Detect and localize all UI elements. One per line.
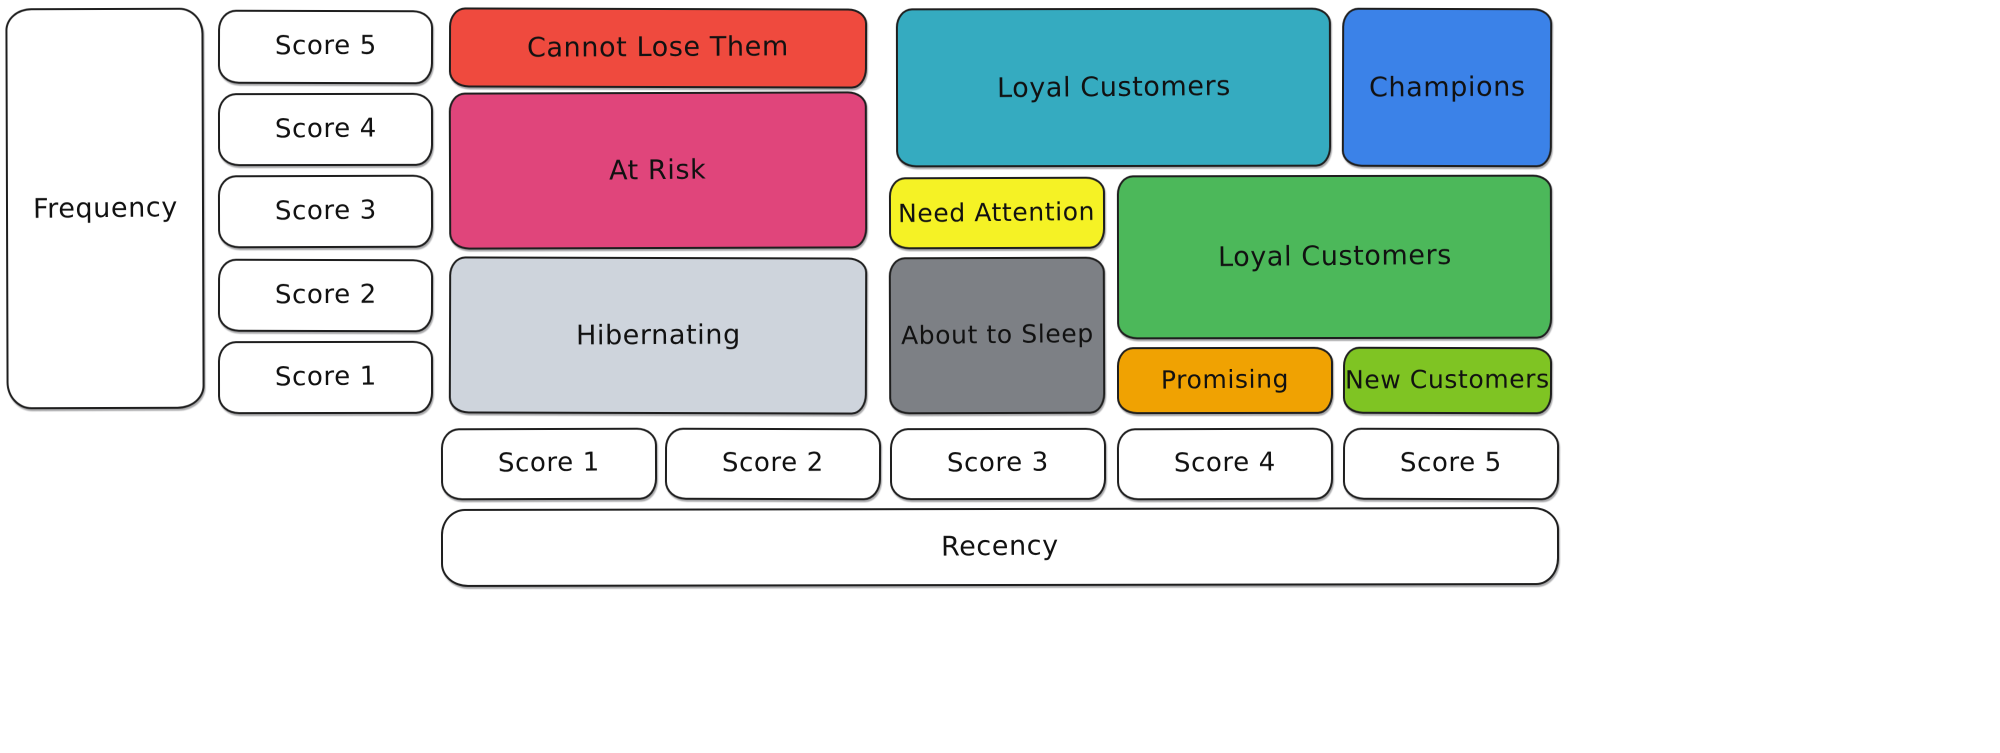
recency-score-2[interactable]: Score 2	[664, 427, 882, 501]
segment-need-attention-label: Need Attention	[898, 196, 1096, 228]
segment-hibernating[interactable]: Hibernating	[448, 256, 868, 415]
recency-score-2-label: Score 2	[721, 447, 824, 479]
recency-score-5[interactable]: Score 5	[1342, 427, 1560, 501]
segment-about-to-sleep-label: About to Sleep	[900, 319, 1094, 351]
frequency-score-1-label: Score 1	[274, 361, 377, 393]
frequency-axis-label: Frequency	[32, 192, 178, 225]
segment-need-attention[interactable]: Need Attention	[888, 176, 1106, 250]
segment-promising-label: Promising	[1160, 364, 1290, 395]
recency-score-4[interactable]: Score 4	[1116, 427, 1334, 501]
recency-score-1-label: Score 1	[497, 447, 601, 479]
frequency-axis-label-box: Frequency	[5, 7, 205, 410]
segment-loyal-customers-teal-label: Loyal Customers	[996, 70, 1231, 105]
segment-loyal-customers-green-label: Loyal Customers	[1217, 240, 1452, 274]
frequency-score-4[interactable]: Score 4	[217, 92, 434, 167]
frequency-score-3[interactable]: Score 3	[217, 174, 434, 249]
segment-loyal-customers-green[interactable]: Loyal Customers	[1116, 174, 1553, 340]
frequency-score-3-label: Score 3	[274, 194, 377, 227]
segment-promising[interactable]: Promising	[1116, 346, 1334, 415]
frequency-score-2[interactable]: Score 2	[217, 258, 434, 333]
segment-at-risk-label: At Risk	[609, 154, 707, 187]
frequency-score-2-label: Score 2	[274, 279, 377, 310]
segment-cannot-lose-them-label: Cannot Lose Them	[527, 31, 789, 65]
frequency-score-5-label: Score 5	[274, 30, 377, 62]
segment-cannot-lose-them[interactable]: Cannot Lose Them	[448, 7, 868, 89]
recency-score-3[interactable]: Score 3	[889, 427, 1107, 501]
recency-score-3-label: Score 3	[946, 447, 1050, 479]
frequency-score-1[interactable]: Score 1	[217, 340, 434, 415]
segment-loyal-customers-teal[interactable]: Loyal Customers	[895, 7, 1332, 168]
segment-new-customers[interactable]: New Customers	[1342, 346, 1553, 415]
frequency-score-5[interactable]: Score 5	[217, 9, 434, 85]
recency-axis-label: Recency	[940, 530, 1060, 564]
segment-champions-label: Champions	[1368, 71, 1526, 104]
recency-axis-label-box: Recency	[440, 507, 1560, 587]
recency-score-1[interactable]: Score 1	[440, 427, 658, 501]
recency-score-4-label: Score 4	[1173, 447, 1277, 479]
segment-at-risk[interactable]: At Risk	[448, 91, 868, 250]
segment-hibernating-label: Hibernating	[575, 319, 741, 352]
segment-new-customers-label: New Customers	[1345, 364, 1550, 395]
frequency-score-4-label: Score 4	[274, 113, 377, 145]
recency-score-5-label: Score 5	[1399, 447, 1502, 479]
segment-about-to-sleep[interactable]: About to Sleep	[888, 256, 1106, 415]
segment-champions[interactable]: Champions	[1341, 7, 1553, 168]
